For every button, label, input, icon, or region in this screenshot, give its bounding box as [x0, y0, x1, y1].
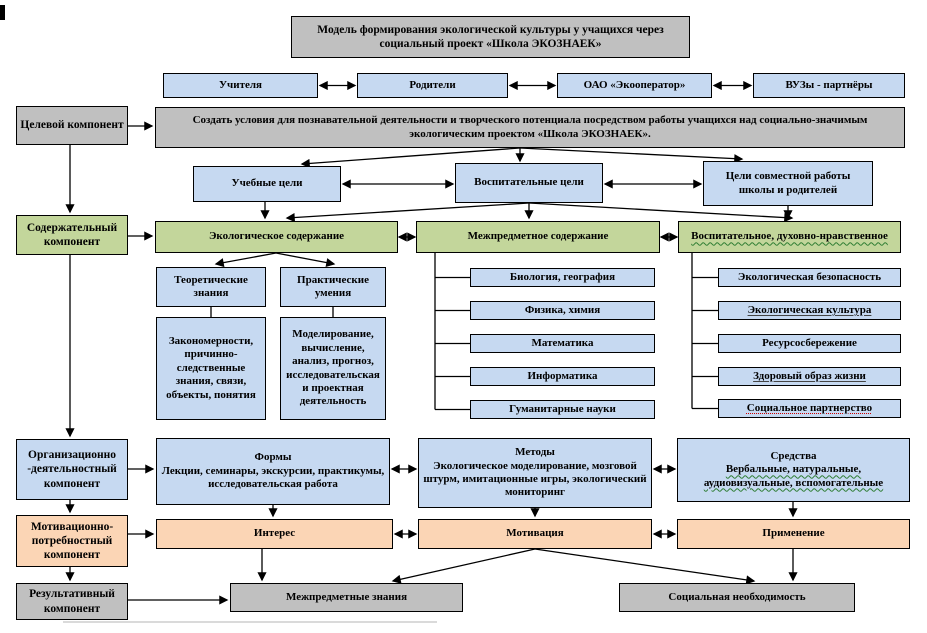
value-social-partnership: Социальное партнерство [718, 399, 901, 418]
value-ecological-culture: Экологическая культура [718, 301, 901, 320]
result-social-necessity: Социальная необходимость [619, 583, 855, 612]
motivation-box: Мотивация [418, 519, 652, 549]
methods-detail: Экологическое моделирование, мозговой шт… [423, 459, 647, 499]
value-ecological-safety: Экологическая безопасность [718, 268, 901, 287]
theoretical-knowledge: Теоретические знания [156, 267, 266, 307]
content-interdisciplinary: Межпредметное содержание [416, 221, 660, 253]
methods-title: Методы [515, 446, 555, 459]
subject-humanities: Гуманитарные науки [470, 400, 655, 419]
partner-parents: Родители [357, 73, 508, 98]
methods-box: Методы Экологическое моделирование, мозг… [418, 438, 652, 508]
content-ecological: Экологическое содержание [155, 221, 398, 253]
goal-study: Учебные цели [193, 166, 341, 202]
mission-box: Создать условия для познавательной деяте… [155, 107, 905, 148]
subject-mathematics: Математика [470, 334, 655, 353]
interest-box: Интерес [156, 519, 393, 549]
forms-box: Формы Лекции, семинары, экскурсии, практ… [156, 438, 390, 505]
practical-detail: Моделирование, вычисление, анализ, прогн… [280, 317, 386, 420]
goal-upbringing: Воспитательные цели [455, 163, 603, 203]
content-moral: Воспитательное, духовно-нравственное [678, 221, 901, 253]
partner-ecooperator: ОАО «Экооператор» [557, 73, 712, 98]
text-cursor-artifact [0, 5, 5, 20]
means-detail: Вербальные, натуральные, аудиовизуальные… [703, 463, 884, 489]
subject-physics-chemistry: Физика, химия [470, 301, 655, 320]
means-box: Средства Вербальные, натуральные, аудиов… [677, 438, 910, 502]
forms-detail: Лекции, семинары, экскурсии, практикумы,… [161, 464, 385, 491]
title-box: Модель формирования экологической культу… [291, 16, 690, 58]
component-resultative: Результативный компонент [16, 583, 128, 620]
application-box: Применение [677, 519, 910, 549]
component-motivational: Мотивационно-потребностный компонент [16, 515, 128, 567]
forms-title: Формы [254, 451, 292, 464]
component-target: Целевой компонент [16, 106, 128, 145]
theoretical-detail: Закономерности, причинно-следственные зн… [156, 317, 266, 420]
result-interdisciplinary-knowledge: Межпредметные знания [230, 583, 463, 612]
value-resource-saving: Ресурсосбережение [718, 334, 901, 353]
practical-skills: Практические умения [280, 267, 386, 307]
partner-universities: ВУЗы - партнёры [753, 73, 905, 98]
value-healthy-lifestyle: Здоровый образ жизни [718, 367, 901, 386]
goal-joint-work: Цели совместной работы школы и родителей [703, 161, 873, 206]
subject-biology-geography: Биология, география [470, 268, 655, 287]
component-organizational: Организационно -деятельностный компонент [16, 439, 128, 500]
component-content: Содержательный компонент [16, 215, 128, 255]
partner-teachers: Учителя [163, 73, 318, 98]
means-title: Средства [770, 449, 817, 462]
subject-informatics: Информатика [470, 367, 655, 386]
